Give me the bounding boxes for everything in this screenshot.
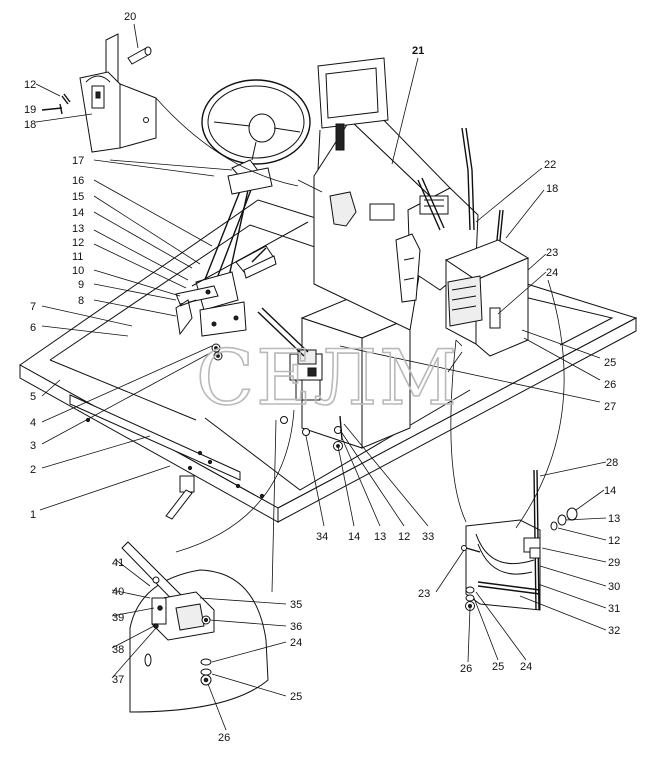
callout-19: 19 (24, 104, 36, 116)
callout-3: 3 (30, 440, 36, 452)
watermark: СЕЛМ (196, 333, 459, 422)
detail-connectors (109, 97, 565, 593)
callout-13a: 13 (72, 223, 84, 235)
pedal-assembly (257, 307, 323, 401)
callout-22: 22 (544, 159, 556, 171)
steering-column (175, 79, 311, 337)
callout-1: 1 (30, 509, 36, 521)
callout-40: 40 (112, 586, 124, 598)
callout-32: 32 (608, 625, 620, 637)
leader-lines (35, 23, 607, 731)
callout-30: 30 (608, 581, 620, 593)
left-bolts (211, 343, 223, 361)
callout-24b: 24 (520, 661, 532, 673)
callout-8: 8 (78, 295, 84, 307)
callout-35: 35 (290, 599, 302, 611)
callout-26a: 26 (604, 379, 616, 391)
callout-26c: 26 (218, 732, 230, 744)
callout-25a: 25 (604, 357, 616, 369)
callout-11: 11 (72, 251, 83, 263)
callout-13b: 13 (374, 531, 386, 543)
callout-25b: 25 (492, 661, 504, 673)
callout-25c: 25 (290, 691, 302, 703)
callout-6: 6 (30, 322, 36, 334)
callout-labels: 1 2 3 4 5 6 7 8 9 10 11 12 13 14 15 16 1… (24, 11, 620, 744)
callout-12c: 12 (398, 531, 410, 543)
callout-2: 2 (30, 464, 36, 476)
callout-17: 17 (72, 155, 84, 167)
callout-10: 10 (72, 265, 84, 277)
callout-27: 27 (604, 401, 616, 413)
callout-12d: 12 (608, 535, 620, 547)
callout-9: 9 (78, 279, 84, 291)
callout-33: 33 (422, 531, 434, 543)
callout-13c: 13 (608, 513, 620, 525)
floor-plate (179, 221, 309, 307)
callout-23b: 23 (418, 588, 430, 600)
callout-26b: 26 (460, 663, 472, 675)
callout-34: 34 (316, 531, 328, 543)
front-lever (165, 475, 195, 520)
detail-bracket-bottom-right (461, 469, 578, 611)
callout-12b: 12 (24, 79, 36, 91)
right-cabinet (444, 239, 530, 357)
console-panel (313, 107, 504, 331)
callout-38: 38 (112, 644, 124, 656)
callout-39: 39 (112, 612, 124, 624)
callout-36: 36 (290, 621, 302, 633)
callout-12a: 12 (72, 237, 84, 249)
callout-7: 7 (30, 301, 36, 313)
callout-16: 16 (72, 175, 84, 187)
callout-18b: 18 (546, 183, 558, 195)
callout-14b: 14 (348, 531, 360, 543)
callout-5: 5 (30, 391, 36, 403)
callout-15: 15 (72, 191, 84, 203)
detail-pedal-bottom-left (121, 541, 269, 713)
callout-14a: 14 (72, 207, 84, 219)
callout-14c: 14 (604, 485, 616, 497)
detail-bracket-top-left (41, 33, 157, 153)
callout-18a: 18 (24, 119, 36, 131)
callout-41: 41 (112, 557, 124, 569)
callout-21: 21 (412, 45, 424, 57)
callout-37: 37 (112, 674, 124, 686)
callout-31: 31 (608, 603, 620, 615)
callout-23a: 23 (546, 247, 558, 259)
callout-20: 20 (124, 11, 136, 23)
callout-24a: 24 (546, 267, 558, 279)
callout-28: 28 (606, 457, 618, 469)
central-box (300, 297, 412, 449)
monitor-display (317, 57, 389, 171)
callout-29: 29 (608, 557, 620, 569)
callout-24c: 24 (290, 637, 302, 649)
callout-4: 4 (30, 417, 36, 429)
